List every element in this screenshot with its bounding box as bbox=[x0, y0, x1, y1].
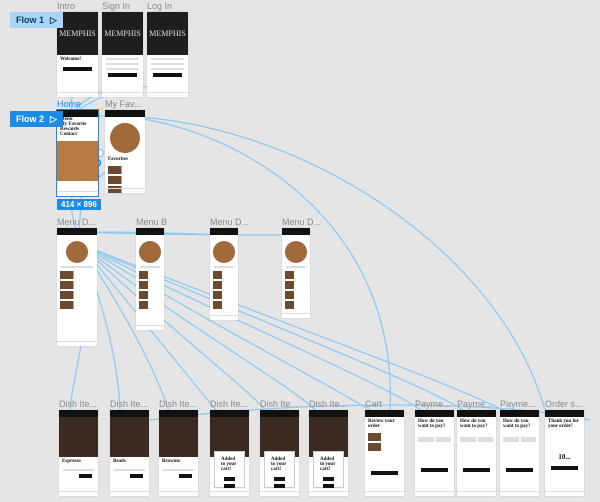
frame-cart[interactable]: Review your order bbox=[365, 410, 404, 496]
frame-label[interactable]: Sign In bbox=[102, 1, 131, 11]
modal-text: Added to your cart! bbox=[320, 457, 336, 473]
bottom-nav bbox=[57, 341, 97, 346]
bottom-nav bbox=[57, 191, 98, 196]
bottom-nav bbox=[102, 92, 143, 97]
frame-label[interactable]: Cart bbox=[365, 399, 383, 409]
frame-heading: How do you want to pay? bbox=[460, 419, 488, 429]
frame-label[interactable]: Menu B bbox=[136, 217, 168, 227]
frame-label[interactable]: Dish Ite... bbox=[309, 399, 348, 409]
frame-heading: Review your order bbox=[368, 419, 395, 429]
frame-form[interactable]: MEMPHIS bbox=[102, 12, 143, 97]
food-image bbox=[57, 141, 98, 181]
bottom-nav bbox=[136, 325, 164, 330]
frame-heading: Espresso bbox=[62, 459, 81, 464]
frame-menu[interactable] bbox=[282, 228, 310, 318]
bottom-nav bbox=[59, 491, 98, 496]
frame-label[interactable]: My Fav... bbox=[105, 99, 142, 109]
bottom-nav bbox=[415, 491, 454, 496]
frame-heading: How do you want to pay? bbox=[418, 419, 446, 429]
frame-order[interactable]: Thank you for your order! 10... bbox=[545, 410, 584, 496]
added-modal: Added to your cart! bbox=[214, 451, 245, 489]
bottom-nav bbox=[210, 491, 249, 496]
frame-heading: Welcome! bbox=[60, 57, 82, 62]
added-modal: Added to your cart! bbox=[313, 451, 344, 489]
frame-label[interactable]: Order s... bbox=[545, 399, 583, 409]
frame-pay[interactable]: How do you want to pay? bbox=[415, 410, 454, 496]
bottom-nav bbox=[147, 92, 188, 97]
frame-list[interactable]: Favorites bbox=[105, 110, 145, 193]
modal-text: Added to your cart! bbox=[271, 457, 287, 473]
bottom-nav bbox=[57, 92, 98, 97]
bottom-nav bbox=[260, 491, 299, 496]
frame-added[interactable]: Added to your cart! bbox=[309, 410, 348, 496]
bottom-nav bbox=[210, 315, 238, 320]
frame-menu[interactable] bbox=[57, 228, 97, 346]
frame-label[interactable]: Menu D... bbox=[282, 217, 322, 227]
selection-size-badge: 414 × 896 bbox=[57, 199, 101, 210]
frame-label[interactable]: Dish Ite... bbox=[260, 399, 299, 409]
brand-logo: MEMPHIS bbox=[147, 12, 188, 55]
play-icon[interactable]: ▷ bbox=[50, 14, 57, 25]
bottom-nav bbox=[457, 491, 496, 496]
frame-label[interactable]: Dish Ite... bbox=[110, 399, 149, 409]
frame-label[interactable]: Home bbox=[57, 99, 82, 109]
frame-heading: How do you want to pay? bbox=[503, 419, 531, 429]
frame-label[interactable]: Dish Ite... bbox=[59, 399, 98, 409]
flow-2-start[interactable]: Flow 2 ▷ bbox=[10, 111, 63, 127]
menu-item[interactable]: Rewards bbox=[60, 127, 79, 132]
dish-image bbox=[159, 417, 198, 457]
menu-item[interactable]: Menu bbox=[60, 117, 73, 122]
frame-heading: Thank you for your order! bbox=[548, 419, 579, 429]
frame-dish[interactable]: Beads bbox=[110, 410, 149, 496]
frame-added[interactable]: Added to your cart! bbox=[210, 410, 249, 496]
dish-image bbox=[59, 417, 98, 457]
frame-heading: Brownie bbox=[162, 459, 180, 464]
frame-label[interactable]: Dish Ite... bbox=[210, 399, 249, 409]
frame-heading: Favorites bbox=[108, 157, 128, 162]
brand-logo: MEMPHIS bbox=[102, 12, 143, 55]
play-icon[interactable]: ▷ bbox=[50, 113, 57, 124]
frame-dish[interactable]: Brownie bbox=[159, 410, 198, 496]
added-modal: Added to your cart! bbox=[264, 451, 295, 489]
frame-form[interactable]: MEMPHIS bbox=[147, 12, 188, 97]
bottom-nav bbox=[365, 491, 404, 496]
frame-label[interactable]: Log In bbox=[147, 1, 173, 11]
frame-added[interactable]: Added to your cart! bbox=[260, 410, 299, 496]
frame-intro[interactable]: MEMPHIS Welcome! bbox=[57, 12, 98, 97]
frame-label[interactable]: Payme... bbox=[500, 399, 536, 409]
bottom-nav bbox=[282, 313, 310, 318]
frame-label[interactable]: Dish Ite... bbox=[159, 399, 198, 409]
dish-image bbox=[110, 417, 149, 457]
frame-pay[interactable]: How do you want to pay? bbox=[457, 410, 496, 496]
flow-label: Flow 2 bbox=[16, 114, 45, 124]
frame-pay[interactable]: How do you want to pay? bbox=[500, 410, 539, 496]
frame-label[interactable]: Intro bbox=[57, 1, 76, 11]
frame-label[interactable]: Menu D... bbox=[210, 217, 250, 227]
frame-heading: Beads bbox=[113, 459, 126, 464]
bottom-nav bbox=[309, 491, 348, 496]
frame-label[interactable]: Menu D... bbox=[57, 217, 97, 227]
frame-label[interactable]: Payme... bbox=[415, 399, 451, 409]
brand-logo: MEMPHIS bbox=[57, 12, 98, 55]
bottom-nav bbox=[159, 491, 198, 496]
frame-label[interactable]: Payme... bbox=[457, 399, 493, 409]
frame-dish[interactable]: Espresso bbox=[59, 410, 98, 496]
order-number: 10... bbox=[558, 453, 571, 461]
frame-menu[interactable] bbox=[136, 228, 164, 330]
flow-label: Flow 1 bbox=[16, 15, 45, 25]
bottom-nav bbox=[545, 491, 584, 496]
frame-menu[interactable] bbox=[210, 228, 238, 320]
bottom-nav bbox=[500, 491, 539, 496]
menu-item[interactable]: My Favorite bbox=[60, 122, 87, 127]
modal-text: Added to your cart! bbox=[221, 457, 237, 473]
flow-1-start[interactable]: Flow 1 ▷ bbox=[10, 12, 63, 28]
bottom-nav bbox=[105, 188, 145, 193]
menu-item[interactable]: Contact bbox=[60, 132, 77, 137]
bottom-nav bbox=[110, 491, 149, 496]
